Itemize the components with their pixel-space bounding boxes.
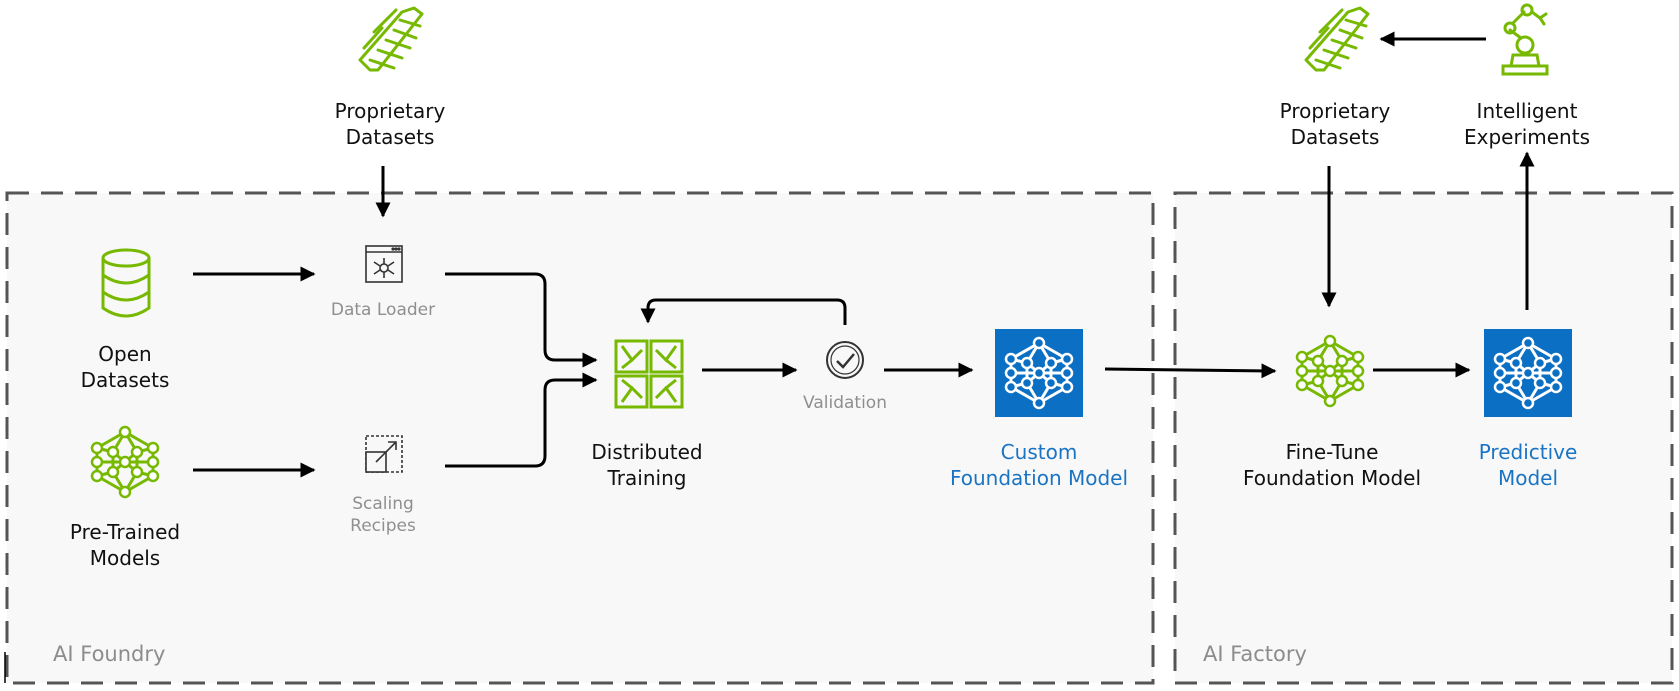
arrow-validation-feedback [640, 298, 847, 325]
predictive-model-icon [1484, 329, 1572, 417]
scaling-recipe-icon [365, 435, 403, 473]
distributed-training-icon [614, 339, 684, 409]
arrow-scaling-to-training [445, 372, 598, 468]
check-circle-icon [826, 341, 864, 379]
ai-foundry-zone [5, 191, 1155, 685]
arrow-custom-to-finetune [1104, 363, 1277, 379]
ai-factory-title: AI Factory [1203, 642, 1307, 666]
ai-factory-zone [1173, 191, 1674, 685]
dna-icon [358, 6, 424, 72]
custom-foundation-model-icon [995, 329, 1083, 417]
data-loader-icon [365, 245, 403, 283]
dna-icon [1304, 6, 1370, 72]
arrow-dataloader-to-training [445, 272, 598, 368]
database-icon [101, 248, 151, 318]
flow-arrows [193, 31, 1535, 478]
ai-foundry-title: AI Foundry [53, 642, 166, 666]
validation-label: Validation [803, 393, 887, 413]
robot-arm-icon [1501, 3, 1549, 76]
data-loader-label: Data Loader [330, 300, 436, 320]
